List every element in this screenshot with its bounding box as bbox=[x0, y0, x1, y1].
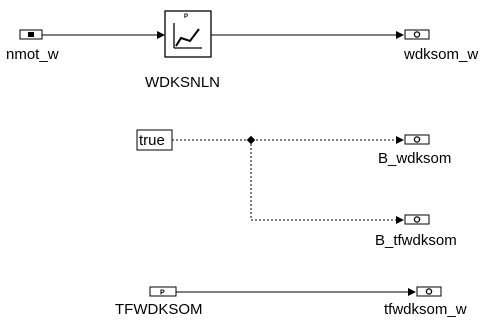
output-port-b-tfwdksom[interactable] bbox=[404, 214, 430, 225]
constant-true-label: true bbox=[139, 132, 165, 149]
output-label-b-tfwdksom: B_tfwdksom bbox=[375, 232, 457, 249]
wire-true-to-b-tfwdksom bbox=[250, 140, 404, 224]
input-label-tfwdksom: TFWDKSOM bbox=[115, 301, 203, 318]
export-circle-icon bbox=[425, 288, 433, 295]
input-port-nmot[interactable] bbox=[19, 29, 43, 40]
output-label-wdksom: wdksom_w bbox=[403, 46, 478, 63]
export-circle-icon bbox=[413, 136, 421, 143]
output-port-b-wdksom[interactable] bbox=[404, 134, 430, 145]
export-circle-icon bbox=[413, 31, 421, 38]
output-label-tfwdksom: tfwdksom_w bbox=[384, 301, 467, 318]
output-port-wdksom[interactable] bbox=[404, 29, 430, 40]
constant-true-box[interactable]: true bbox=[136, 129, 173, 151]
output-label-b-wdksom: B_wdksom bbox=[378, 150, 451, 167]
parameter-p-icon: P bbox=[160, 290, 165, 297]
characteristic-curve-icon bbox=[173, 23, 202, 49]
input-port-tfwdksom[interactable]: P bbox=[149, 286, 177, 297]
input-label-nmot: nmot_w bbox=[6, 46, 59, 63]
export-circle-icon bbox=[413, 216, 421, 223]
output-port-tfwdksom[interactable] bbox=[416, 286, 442, 297]
block-wdksnln[interactable]: P bbox=[164, 10, 212, 58]
block-label-wdksnln: WDKSNLN bbox=[145, 74, 220, 91]
import-arrow-icon bbox=[28, 32, 34, 37]
block-marker: P bbox=[184, 14, 188, 20]
